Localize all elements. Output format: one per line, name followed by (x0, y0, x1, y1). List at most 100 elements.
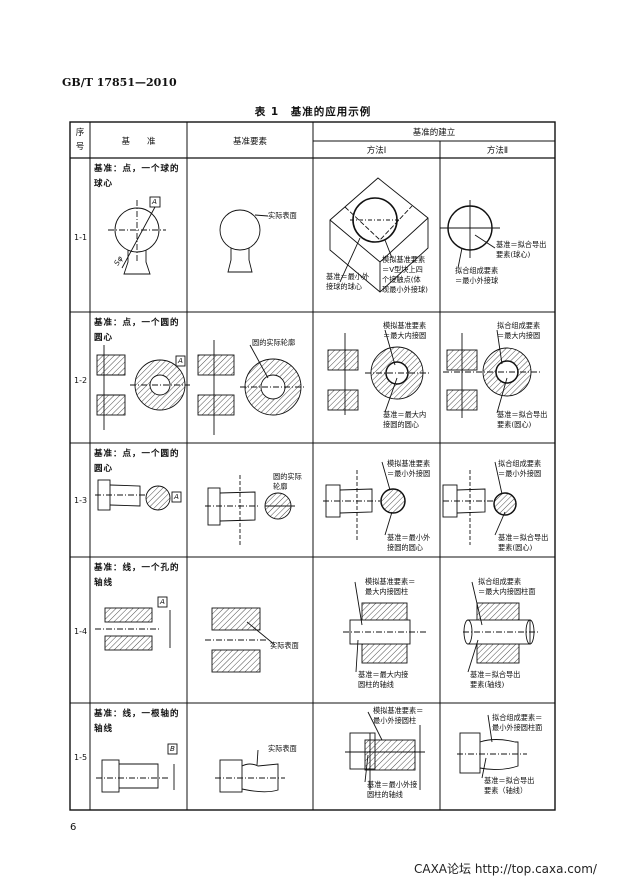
header-serial-no-bottom: 号 (75, 142, 85, 152)
feature-label: 圆的实际轮廓 (252, 338, 296, 347)
table-caption: 表 1 基准的应用示例 (254, 106, 372, 118)
shaft-method1-drawing (345, 711, 425, 790)
label-line: ＝最大内接圆 (383, 331, 427, 340)
datum-line-2: 轴线 (94, 578, 114, 588)
datum-letter-box: B (170, 744, 175, 753)
method2-label-b: 基准＝拟合导出要素(圆心) (498, 533, 548, 553)
shaft-datum-drawing (96, 743, 178, 793)
label-line: 个接触点(体 (382, 275, 421, 284)
ring-method2-drawing (443, 329, 540, 418)
method1-label-b: 基准＝最小外接圆柱的轴线 (367, 780, 417, 800)
shaft-circle-method1-drawing (323, 461, 406, 540)
shaft-feature-drawing (215, 749, 285, 793)
label-line: 模拟基准要素 (382, 255, 426, 264)
method2-label-b: 基准＝拟合导出要素(圆心) (497, 410, 547, 430)
header-datum-establishment: 基准的建立 (412, 128, 456, 138)
method1-label-a: 模拟基准要素＝最小外接圆柱 (373, 706, 423, 726)
datum-letter-box: A (178, 356, 183, 365)
method1-label-b: 基准＝最小外接球的球心 (326, 272, 369, 292)
label-line: ＝V型块上四 (382, 265, 423, 274)
label-line: ＝最小外接圆 (498, 469, 542, 478)
hole-feature-drawing (205, 607, 276, 673)
sphere-feature-drawing (219, 209, 269, 273)
datum-line-1: 基准：点，一个圆的 (94, 318, 180, 328)
label-line: 基准＝拟合导出 (498, 533, 549, 542)
table-grid (69, 121, 556, 811)
method1-label-a: 模拟基准要素＝V型块上四个接触点(体现最小外接球) (382, 255, 428, 295)
label-line: 基准＝最大内 (383, 410, 427, 419)
label-line: ＝最小外接球 (455, 276, 499, 285)
label-line: 拟合组成要素 (498, 459, 542, 468)
header-method-2: 方法Ⅱ (486, 146, 509, 156)
ring-feature-drawing (197, 340, 306, 435)
hole-method2-drawing (463, 581, 540, 673)
header-method-1: 方法Ⅰ (366, 146, 387, 156)
label-line: 模拟基准要素 (383, 321, 427, 330)
label-line: 轮廓 (273, 482, 288, 491)
label-line: 接圆的圆心 (387, 543, 423, 552)
ring-datum-drawing (96, 345, 190, 430)
datum-line-1: 基准：点，一个圆的 (94, 449, 180, 459)
label-line: 接圆的圆心 (383, 420, 419, 429)
datum-letter-box: A (160, 597, 165, 606)
datum-line-2: 圆心 (94, 333, 114, 343)
label-line: 基准＝拟合导出 (496, 240, 547, 249)
sphere-v-block-drawing (329, 177, 429, 293)
label-line: ＝最大内接圆 (497, 331, 541, 340)
method1-label-a: 模拟基准要素＝最大内接圆柱 (365, 577, 415, 597)
label-line: 基准＝拟合导出 (497, 410, 548, 419)
label-line: ＝最小外接圆 (387, 469, 431, 478)
datum-line-1: 基准：线，一根轴的 (94, 709, 180, 719)
method2-label-a: 基准＝拟合导出要素(球心) (496, 240, 546, 260)
label-line: 最大内接圆柱 (365, 587, 409, 596)
shaft-circle-method2-drawing (442, 461, 517, 545)
datum-description: 基准：线，一个孔的轴线 (94, 561, 180, 591)
datum-letter-box: A (152, 197, 157, 206)
label-line: 接球的球心 (326, 282, 362, 291)
datum-letter-box: A (174, 492, 179, 501)
label-line: 圆柱的轴线 (367, 790, 403, 799)
label-line: 模拟基准要素＝ (373, 706, 424, 715)
method2-label-b: 基准＝拟合导出要素(轴线) (470, 670, 520, 690)
standard-number: GB/T 17851—2010 (62, 76, 177, 89)
label-line: 基准＝拟合导出 (470, 670, 521, 679)
label-line: 最小外接圆柱面 (492, 723, 543, 732)
feature-label: 实际表面 (268, 211, 297, 220)
label-line: 拟合组成要素＝ (492, 713, 543, 722)
row-number: 1-3 (74, 496, 88, 505)
method1-label-b: 基准＝最小外接圆的圆心 (387, 533, 430, 553)
ring-method1-drawing (327, 329, 430, 415)
row-number: 1-1 (74, 233, 88, 242)
label-line: 模拟基准要素 (387, 459, 431, 468)
forum-watermark: CAXA论坛 http://top.caxa.com/ (414, 862, 597, 876)
header-datum: 基 准 (121, 137, 156, 147)
datum-description: 基准：点，一个球的球心 (94, 162, 180, 192)
page-number: 6 (70, 822, 77, 833)
label-line: 基准＝最小外 (387, 533, 431, 542)
label-line: 圆的实际 (273, 472, 302, 481)
method1-label-b: 基准＝最大内接圆的圆心 (383, 410, 426, 430)
label-line: 模拟基准要素＝ (365, 577, 416, 586)
header-serial-no: 序 号 (70, 126, 90, 154)
label-line: 要素(圆心) (498, 543, 533, 552)
datum-line-2: 圆心 (94, 464, 114, 474)
datum-line-2: 轴线 (94, 724, 114, 734)
datum-line-1: 基准：线，一个孔的 (94, 563, 180, 573)
hole-datum-drawing (95, 596, 171, 651)
sphere-fit-drawing (440, 200, 500, 269)
datum-line-2: 球心 (94, 179, 114, 189)
label-line: 基准＝拟合导出 (484, 776, 535, 785)
shaft-circle-feature-drawing (205, 475, 295, 545)
method1-label-a: 模拟基准要素＝最小外接圆 (387, 459, 430, 479)
datum-description: 基准：线，一根轴的轴线 (94, 707, 180, 737)
label-line: 圆柱的轴线 (358, 680, 394, 689)
header-serial-no-top: 序 (75, 128, 85, 138)
label-line: 拟合组成要素 (497, 321, 541, 330)
label-line: 现最小外接球) (382, 285, 428, 294)
datum-description: 基准：点，一个圆的圆心 (94, 447, 180, 477)
hole-method1-drawing (343, 581, 428, 673)
label-line: 基准＝最大内接 (358, 670, 409, 679)
feature-label: 圆的实际轮廓 (273, 472, 302, 492)
method1-label-b: 基准＝最大内接圆柱的轴线 (358, 670, 408, 690)
